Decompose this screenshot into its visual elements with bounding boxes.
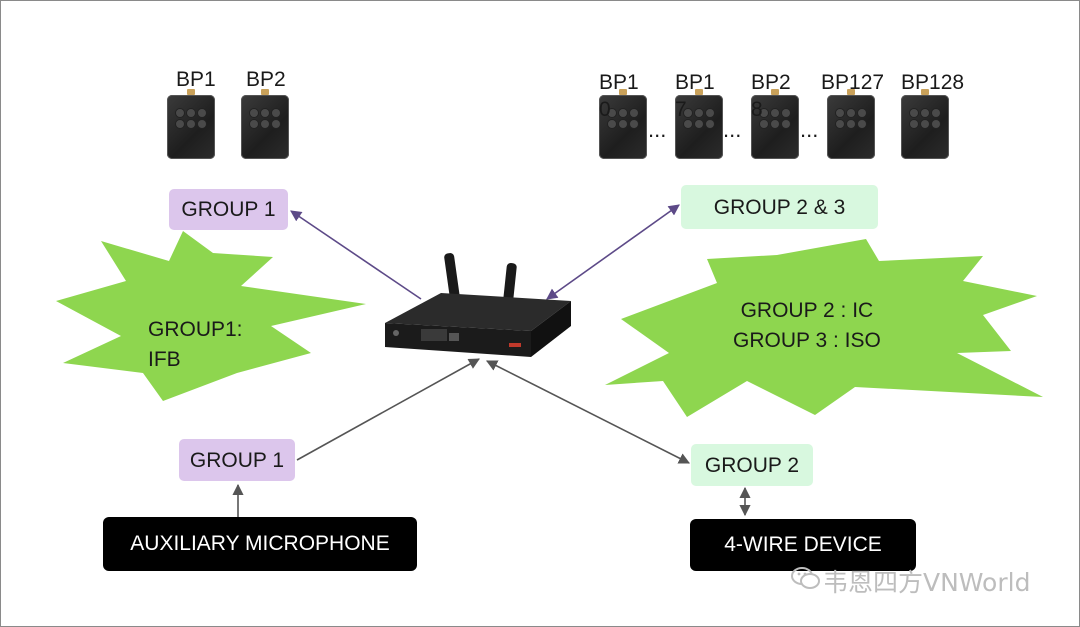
ellipsis: ... [800, 117, 819, 142]
burst-right [605, 239, 1043, 417]
beltpack-icon [241, 89, 289, 159]
beltpack-label: BP2 [246, 68, 286, 91]
burst-right-line: GROUP 3 : ISO [733, 329, 881, 353]
ellipsis: ... [723, 117, 742, 142]
beltpack-icon [827, 89, 875, 159]
beltpack-icon [167, 89, 215, 159]
burst-left-line: IFB [148, 348, 181, 372]
base-station-icon [385, 253, 571, 357]
ellipsis: ... [648, 117, 667, 142]
beltpack-label: BP1 0 [599, 71, 639, 122]
burst-left-text: GROUP1: IFB [148, 315, 243, 376]
arrow-to-group2-bottom [486, 360, 690, 464]
beltpack-icon [901, 89, 949, 159]
burst-left-line: GROUP1: [148, 318, 243, 341]
beltpack-label: BP2 8 [751, 71, 791, 122]
beltpack-label: BP127 [821, 71, 885, 94]
burst-left [56, 231, 366, 401]
arrow-from-group1-bottom [296, 358, 480, 461]
beltpack-icon [599, 89, 647, 159]
burst-right-line: GROUP 2 : IC [740, 299, 874, 322]
group-box-bottom-right: GROUP 2 [691, 444, 813, 486]
beltpack-label: BP1 7 [675, 71, 715, 122]
beltpack-icon [751, 89, 799, 159]
watermark-text: 韦恩四方VNWorld [823, 568, 1031, 597]
beltpack-label: BP1 [176, 68, 216, 91]
group-box-bottom-left: GROUP 1 [179, 439, 295, 481]
auxiliary-microphone-box: AUXILIARY MICROPHONE [103, 517, 417, 571]
burst-right-text: GROUP 2 : IC GROUP 3 : ISO [733, 296, 881, 357]
wechat-icon [791, 567, 820, 589]
four-wire-device-box: 4-WIRE DEVICE [690, 519, 916, 571]
group-box-top-left: GROUP 1 [169, 189, 288, 230]
beltpack-icon [675, 89, 723, 159]
arrow-to-group1-top [290, 210, 422, 300]
arrow-to-group23-top [546, 204, 680, 300]
group-box-top-right: GROUP 2 & 3 [681, 185, 878, 229]
beltpack-label: BP128 [901, 71, 965, 94]
